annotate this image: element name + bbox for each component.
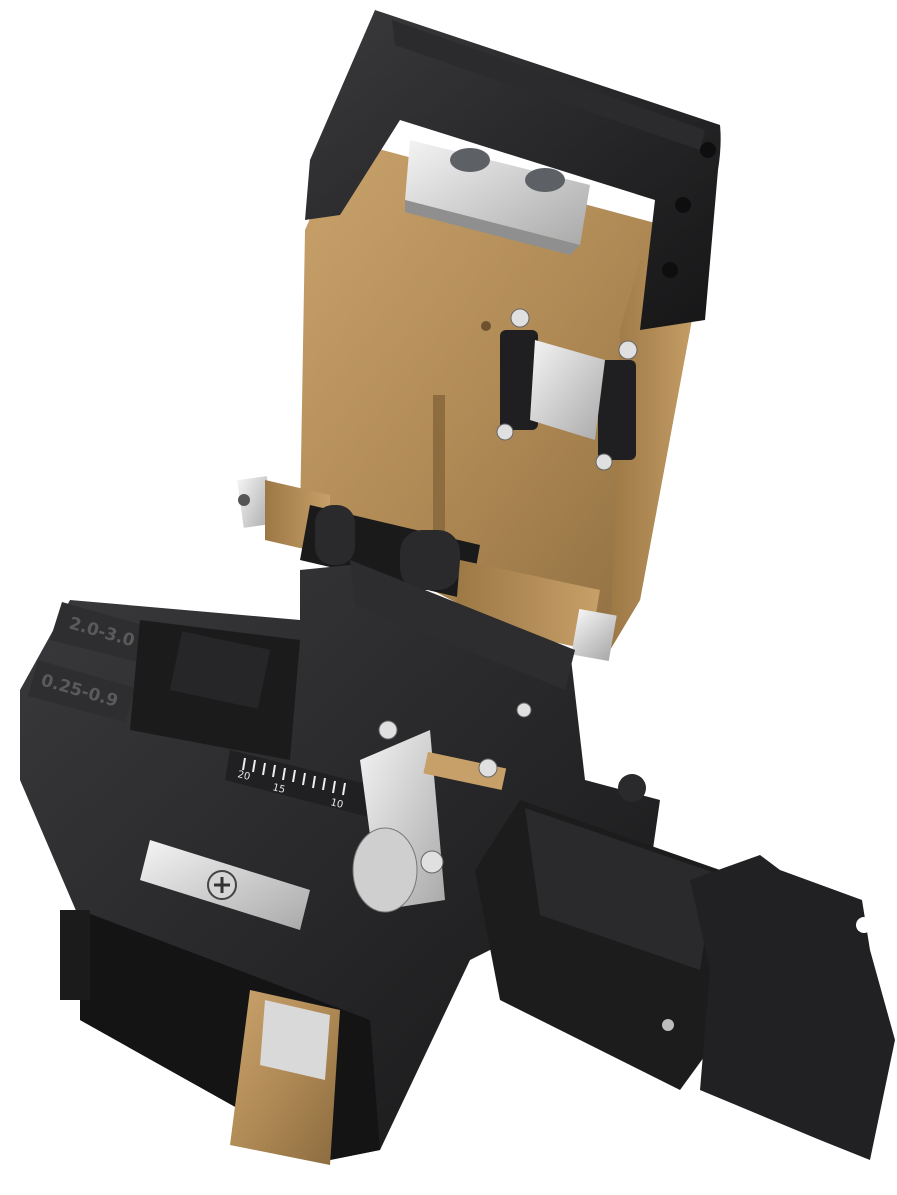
lid-hole	[481, 321, 491, 331]
handle-hole-icon	[700, 142, 716, 158]
scrap-box-lid[interactable]	[690, 855, 895, 1160]
scale-mark-20: 20	[236, 769, 251, 783]
screw-icon	[516, 702, 532, 718]
scale-plate	[225, 750, 390, 820]
slot-plate-lower	[28, 660, 135, 722]
screw-icon	[420, 850, 444, 874]
hex-screw-icon	[525, 168, 565, 192]
hinge-pin-icon	[662, 1019, 674, 1031]
hinge-pin-end	[571, 609, 617, 661]
hinge-pin-hole	[238, 494, 250, 506]
steel-clamp-block	[405, 140, 590, 255]
hinge-roller	[400, 530, 460, 590]
steel-block-edge	[405, 200, 580, 255]
bronze-foot	[60, 910, 340, 1165]
cutting-wheel	[352, 827, 418, 913]
rubber-pad-left	[500, 330, 538, 430]
front-plate	[140, 840, 310, 930]
foot-left	[60, 910, 90, 1000]
handle-hole-icon	[662, 262, 678, 278]
screw-icon	[618, 340, 638, 360]
handle-hole-icon	[675, 197, 691, 213]
slot-plate-upper	[50, 602, 160, 665]
scale-mark-10: 10	[329, 797, 344, 811]
hinge-pin-end	[237, 476, 274, 528]
clamp-plate	[530, 340, 605, 440]
holder-grip	[169, 631, 271, 709]
rubber-pad-right	[598, 360, 636, 460]
hex-screw-icon	[450, 148, 490, 172]
screw-icon	[510, 308, 530, 328]
lid-tab-hole	[856, 917, 872, 933]
screw-icon	[496, 423, 514, 441]
lid-fiber-clamp	[496, 308, 638, 471]
scale-mark-15: 15	[271, 782, 286, 796]
foot-window	[260, 1000, 330, 1080]
bronze-pin	[423, 751, 507, 791]
body-rail	[350, 560, 575, 690]
handle-frame	[305, 10, 721, 330]
screw-icon	[378, 720, 398, 740]
screw-icon	[595, 453, 613, 471]
fiber-holder[interactable]: 20 15 10	[130, 620, 390, 820]
lid-handle	[305, 10, 721, 330]
scrap-box-inner	[525, 808, 715, 970]
handle-top-bar	[392, 20, 705, 150]
blade-assembly	[352, 702, 532, 913]
screw-icon	[478, 758, 498, 778]
scrap-collector[interactable]	[475, 774, 895, 1160]
lid-slot	[433, 395, 445, 545]
steel-block	[405, 140, 590, 245]
box-knob	[618, 774, 646, 802]
scale-ticks	[242, 757, 346, 796]
hinge-roller	[315, 505, 355, 565]
